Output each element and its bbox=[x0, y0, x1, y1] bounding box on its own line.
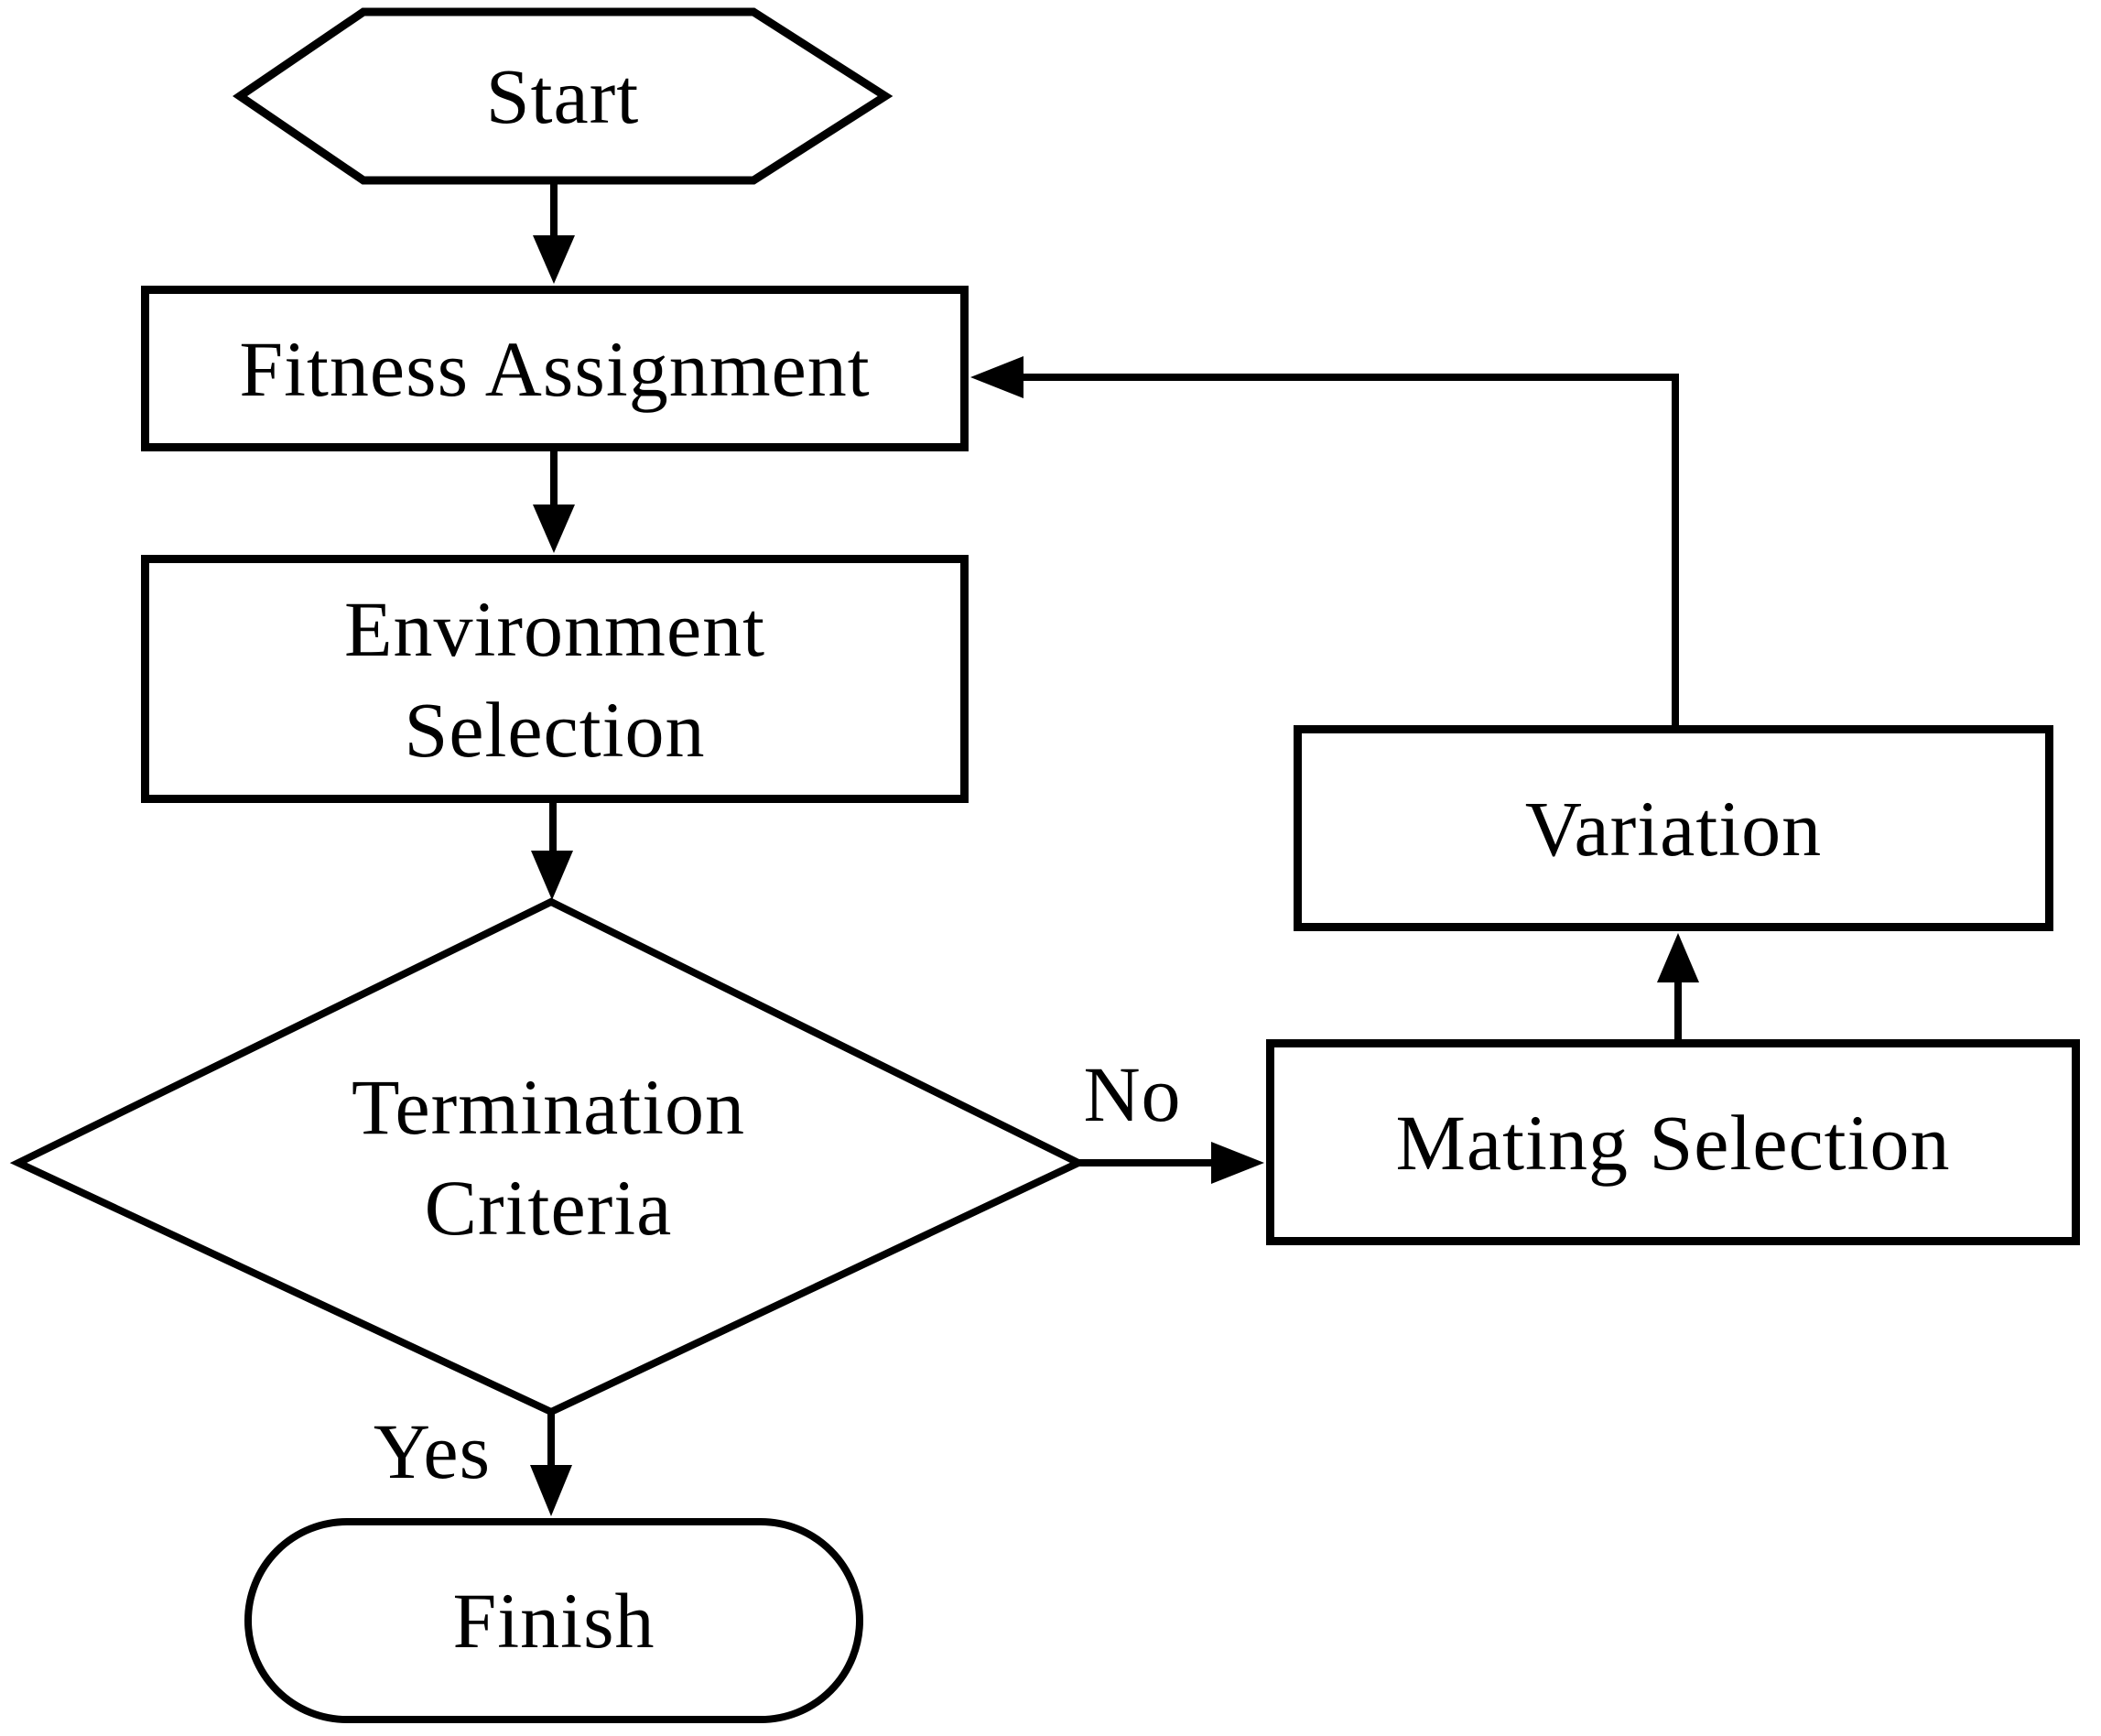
variation-label: Variation bbox=[1524, 784, 1823, 873]
finish-node: Finish bbox=[244, 1518, 863, 1723]
environment-selection-label-line1: Environment bbox=[343, 584, 766, 673]
no-branch-label: No bbox=[1083, 1050, 1182, 1138]
arrowhead-variation-to-fitness bbox=[970, 356, 1023, 398]
fitness-assignment-node: Fitness Assignment bbox=[141, 286, 969, 451]
environment-selection-label-line2: Selection bbox=[404, 685, 706, 774]
termination-criteria-label-line1: Termination bbox=[351, 1062, 746, 1151]
arrowhead-environment-to-termination bbox=[531, 851, 573, 900]
mating-selection-label: Mating Selection bbox=[1395, 1098, 1951, 1187]
termination-criteria-label-line2: Criteria bbox=[424, 1163, 673, 1252]
yes-branch-label: Yes bbox=[373, 1407, 492, 1495]
finish-label: Finish bbox=[452, 1577, 655, 1665]
start-hexagon-shape bbox=[233, 7, 893, 185]
arrowhead-termination-to-finish bbox=[530, 1465, 572, 1516]
arrowhead-start-to-fitness bbox=[533, 235, 575, 284]
edge-variation-to-fitness bbox=[1022, 374, 1679, 729]
variation-node: Variation bbox=[1294, 725, 2053, 931]
start-node: Start bbox=[240, 12, 885, 180]
mating-selection-node: Mating Selection bbox=[1266, 1039, 2080, 1245]
arrowhead-termination-to-mating bbox=[1211, 1142, 1264, 1184]
arrowhead-mating-to-variation bbox=[1657, 933, 1699, 982]
termination-criteria-node: Termination Criteria bbox=[18, 902, 1078, 1412]
start-node-label: Start bbox=[485, 52, 640, 140]
fitness-assignment-label: Fitness Assignment bbox=[239, 324, 871, 413]
environment-selection-node: Environment Selection bbox=[141, 555, 969, 803]
arrowhead-fitness-to-environment bbox=[533, 505, 575, 553]
